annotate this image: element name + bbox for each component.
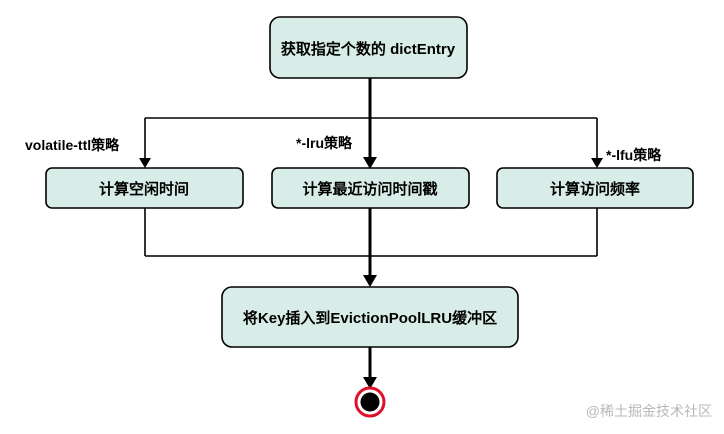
edge-label-lru: *-lru策略 (296, 135, 353, 151)
arrowhead-right (591, 158, 603, 168)
node-insert-pool: 将Key插入到EvictionPoolLRU缓冲区 (221, 286, 519, 348)
node-get-entries: 获取指定个数的 dictEntry (269, 16, 468, 79)
arrowhead-middle (363, 157, 377, 169)
edge-label-lfu: *-lfu策略 (606, 147, 662, 163)
edge-label-volatile-ttl: volatile-ttl策略 (25, 137, 120, 153)
node-get-entries-label: 获取指定个数的 dictEntry (281, 40, 456, 58)
arrowhead-insert (363, 275, 377, 287)
end-terminator (354, 386, 386, 418)
node-calc-frequency-label: 计算访问频率 (550, 180, 640, 198)
node-calc-last-access: 计算最近访问时间戳 (271, 167, 470, 209)
node-calc-idle-label: 计算空闲时间 (99, 180, 189, 198)
node-calc-last-access-label: 计算最近访问时间戳 (302, 180, 437, 198)
node-insert-pool-label: 将Key插入到EvictionPoolLRU缓冲区 (243, 309, 497, 327)
node-calc-idle: 计算空闲时间 (45, 167, 244, 209)
watermark-text: @稀土掘金技术社区 (586, 403, 712, 419)
node-calc-frequency: 计算访问频率 (496, 167, 694, 209)
arrowhead-end (363, 377, 377, 389)
arrowhead-left (139, 158, 151, 168)
